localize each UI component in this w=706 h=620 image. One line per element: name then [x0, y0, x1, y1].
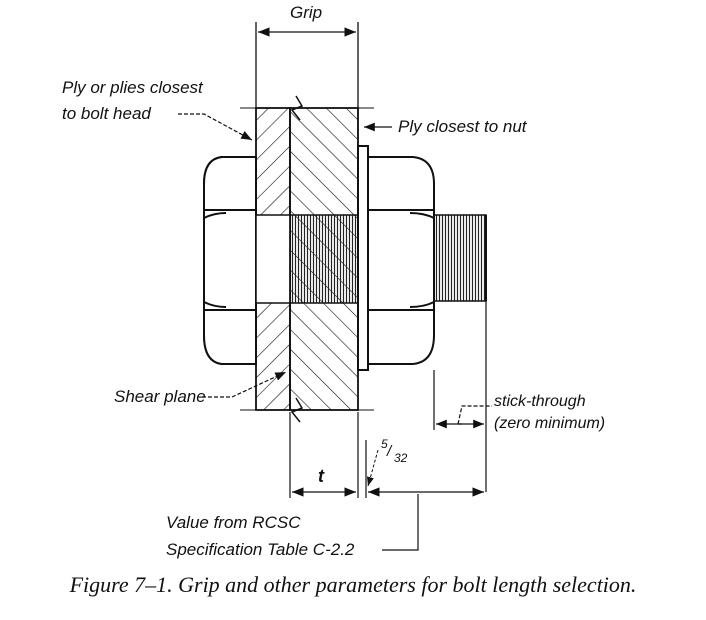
t-label: t — [318, 466, 325, 486]
fraction-denominator: 32 — [394, 451, 408, 465]
bolt-head — [203, 156, 257, 365]
shear-plane-label: Shear plane — [114, 387, 206, 406]
bolt-diagram: Grip — [62, 3, 605, 559]
bolt-shank — [255, 214, 359, 304]
ply-nut-label: Ply closest to nut — [398, 117, 528, 136]
stick-through-label-line2: (zero minimum) — [494, 415, 605, 432]
rcsc-label-line1: Value from RCSC — [166, 513, 301, 532]
fraction-5-32: 5 / 32 — [366, 437, 408, 487]
ply-head-label-line2: to bolt head — [62, 104, 151, 123]
t-dimension: t — [289, 412, 484, 498]
ply-head-leader: Ply or plies closest to bolt head — [62, 78, 253, 141]
svg-text:/: / — [386, 443, 393, 460]
nut — [367, 156, 435, 365]
washer — [357, 145, 369, 371]
shear-plane-leader: Shear plane — [114, 371, 287, 406]
rcsc-label-line2: Specification Table C-2.2 — [166, 540, 355, 559]
stick-through-dimension: stick-through (zero minimum) — [433, 301, 605, 492]
stick-through-label-line1: stick-through — [494, 393, 586, 410]
bolt-stick-through — [433, 214, 487, 302]
ply-nut-leader: Ply closest to nut — [364, 117, 528, 136]
rcsc-leader: Value from RCSC Specification Table C-2.… — [166, 494, 419, 559]
grip-dimension: Grip — [255, 3, 359, 145]
ply-head-label-line1: Ply or plies closest — [62, 78, 204, 97]
grip-label: Grip — [290, 3, 322, 22]
figure-caption: Figure 7–1. Grip and other parameters fo… — [69, 572, 637, 597]
fraction-numerator: 5 — [381, 437, 388, 451]
